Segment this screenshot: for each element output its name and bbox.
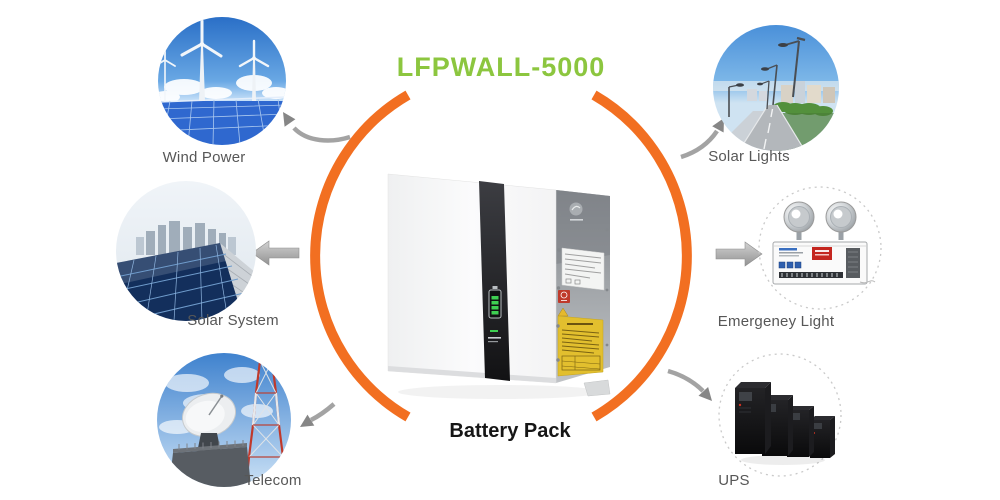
wind-turbines	[158, 19, 270, 102]
telecom-label: Telecom	[244, 472, 302, 489]
telecom-arrow	[300, 402, 336, 427]
app-solar-system	[116, 181, 256, 321]
app-emergency-light	[756, 184, 884, 312]
yellow-spec-label	[557, 315, 604, 377]
emergency-light-arrow	[715, 241, 763, 267]
red-warning-label	[558, 290, 570, 303]
screws	[556, 213, 609, 362]
ups-towers	[735, 382, 835, 458]
ups-label: UPS	[718, 472, 750, 489]
solar-lights-photo	[713, 25, 839, 151]
warning-triangle-icon	[557, 307, 569, 317]
road	[739, 105, 805, 151]
building-roof	[169, 447, 251, 487]
product-title: LFPWALL-5000	[396, 52, 606, 82]
wind-power-photo	[158, 17, 286, 145]
orange-ring-arc-right	[591, 90, 692, 422]
battery-pack-image	[387, 173, 611, 399]
emergency-box	[772, 241, 876, 285]
ups-photo	[718, 353, 842, 477]
emergency-light-photo	[758, 186, 882, 310]
solar-field	[158, 101, 286, 145]
ups-arrow	[667, 368, 712, 401]
dashed-circle	[758, 186, 882, 310]
battery-indicator-icon	[488, 286, 502, 343]
street-lamps	[728, 36, 806, 117]
solar-system-photo	[116, 181, 256, 321]
solar-system-arrow	[251, 240, 300, 266]
wind-power-label: Wind Power	[162, 149, 246, 166]
dashed-circle	[718, 353, 842, 477]
solar-panels	[116, 243, 244, 321]
wind-power-arrow	[283, 112, 351, 143]
front-stripe	[479, 181, 510, 381]
brand-logo-icon	[569, 202, 583, 221]
spec-label	[561, 247, 605, 291]
twin-lamps	[783, 201, 857, 240]
app-telecom	[157, 353, 291, 487]
app-wind-power	[158, 17, 286, 145]
city-skyline	[136, 221, 236, 255]
solar-lights-arrow	[680, 118, 724, 160]
solar-lights-label: Solar Lights	[708, 148, 790, 165]
orange-ring-arc-left	[310, 90, 411, 422]
battery-pack-label: Battery Pack	[449, 420, 571, 442]
app-ups	[715, 350, 845, 480]
telecom-photo	[157, 353, 291, 487]
buildings	[747, 81, 835, 103]
satellite-dish	[182, 392, 236, 438]
emergency-light-label: Emergeney Light	[717, 313, 835, 330]
solar-system-label: Solar System	[187, 312, 279, 329]
app-solar-lights	[713, 25, 839, 151]
